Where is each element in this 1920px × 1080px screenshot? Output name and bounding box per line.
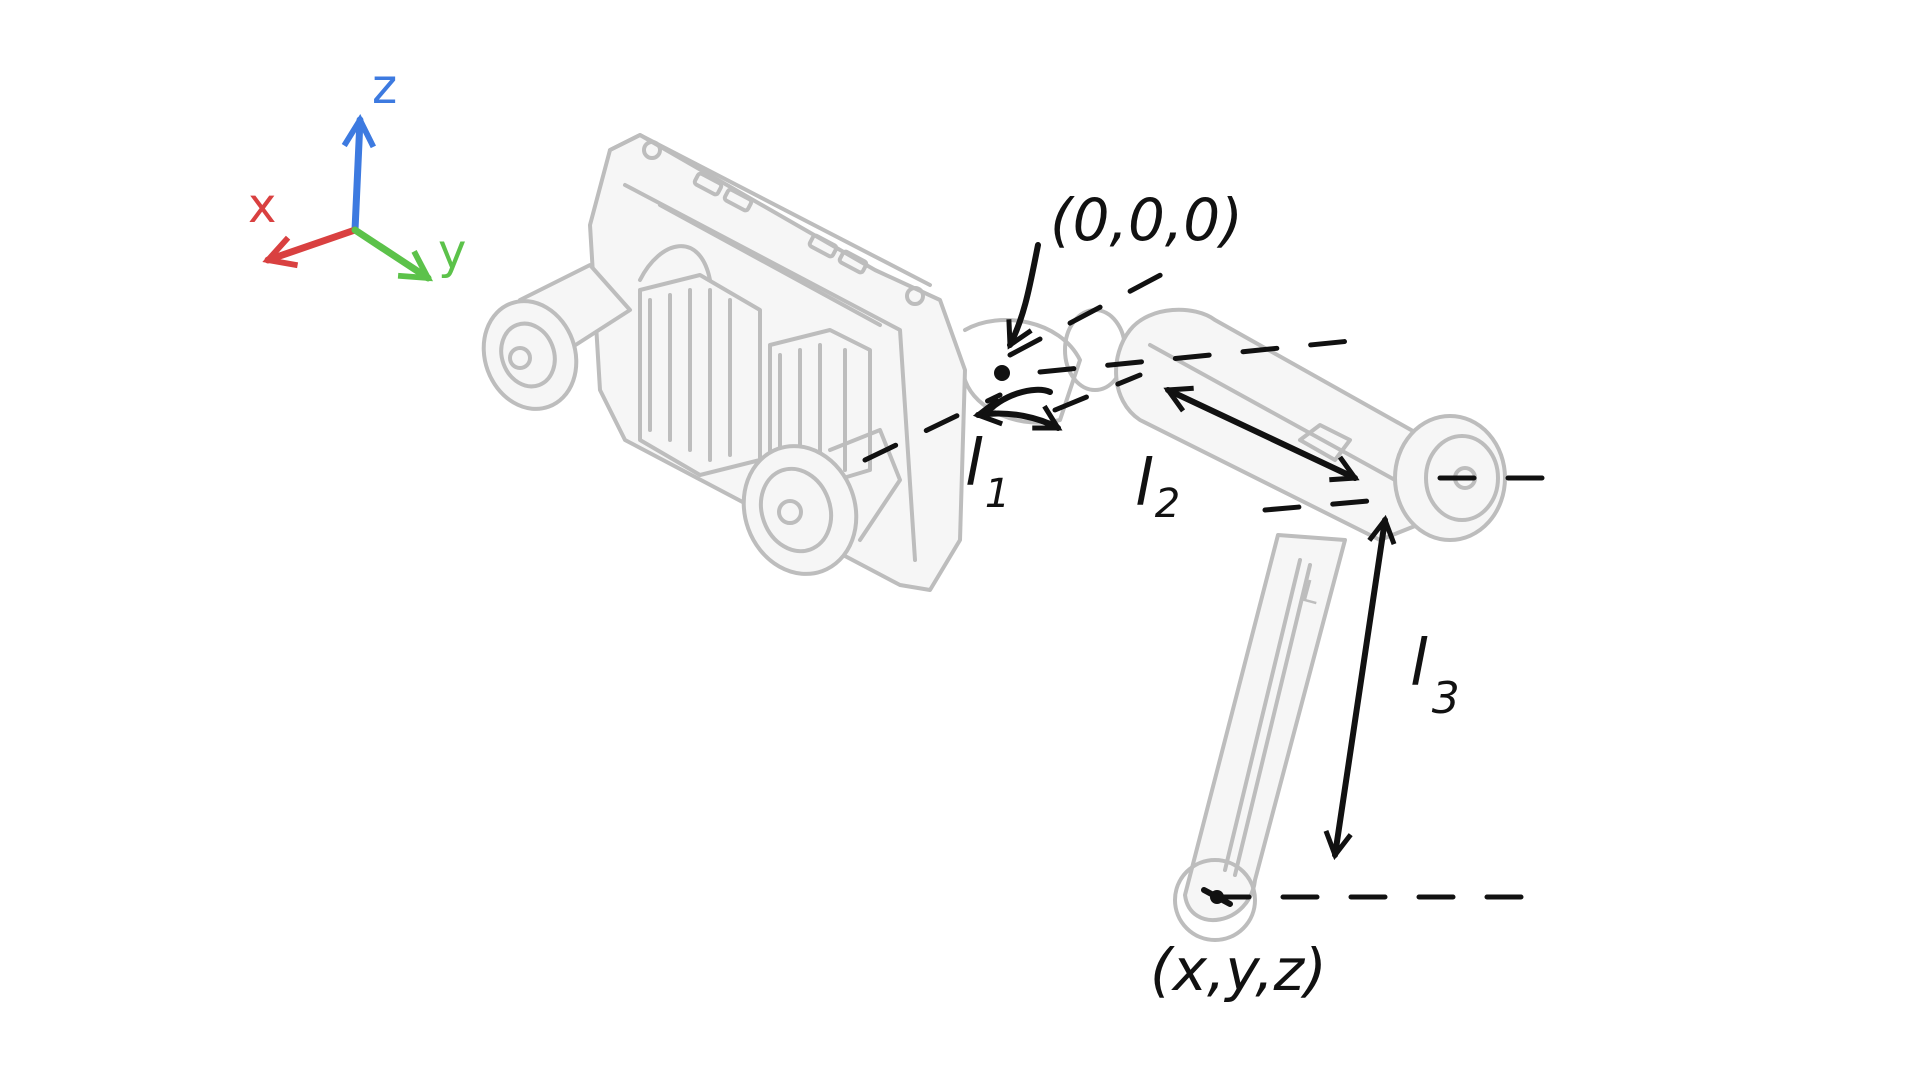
chassis-frame [588,133,967,592]
dash-line-origin-upper [1007,267,1173,358]
robot-body: L [481,133,1507,942]
y-axis-label: y [438,224,466,280]
axes-triad: z x y [248,59,466,282]
origin-pointer-arrow [1010,242,1041,345]
origin-point [994,365,1010,381]
x-axis-label: x [248,178,276,234]
dash-line-origin-left [862,392,1003,463]
l2-label: l2 [1135,447,1180,527]
hip-joint [963,308,1127,425]
dash-line-top [1037,337,1363,375]
l1-label: l1 [965,427,1010,517]
l2-dimension-arrow [1168,390,1355,478]
l3-dimension-arrow [1335,520,1385,855]
l3-label: l3 [1410,627,1460,724]
y-axis-arrow [351,226,428,282]
dash-line-knee-mid [1262,497,1383,513]
x-axis-arrow [268,226,359,260]
lower-leg-link: L [1173,533,1347,942]
left-motor [481,263,632,411]
annotations: (0,0,0) l1 l2 l3 (x,y,z) [862,186,1563,1004]
z-axis-arrow [355,120,360,234]
z-axis-label: z [372,59,397,115]
end-point-label: (x,y,z) [1150,936,1327,1004]
dash-line-origin-lower [1052,372,1143,413]
origin-label: (0,0,0) [1050,186,1243,254]
front-motor [741,428,902,576]
